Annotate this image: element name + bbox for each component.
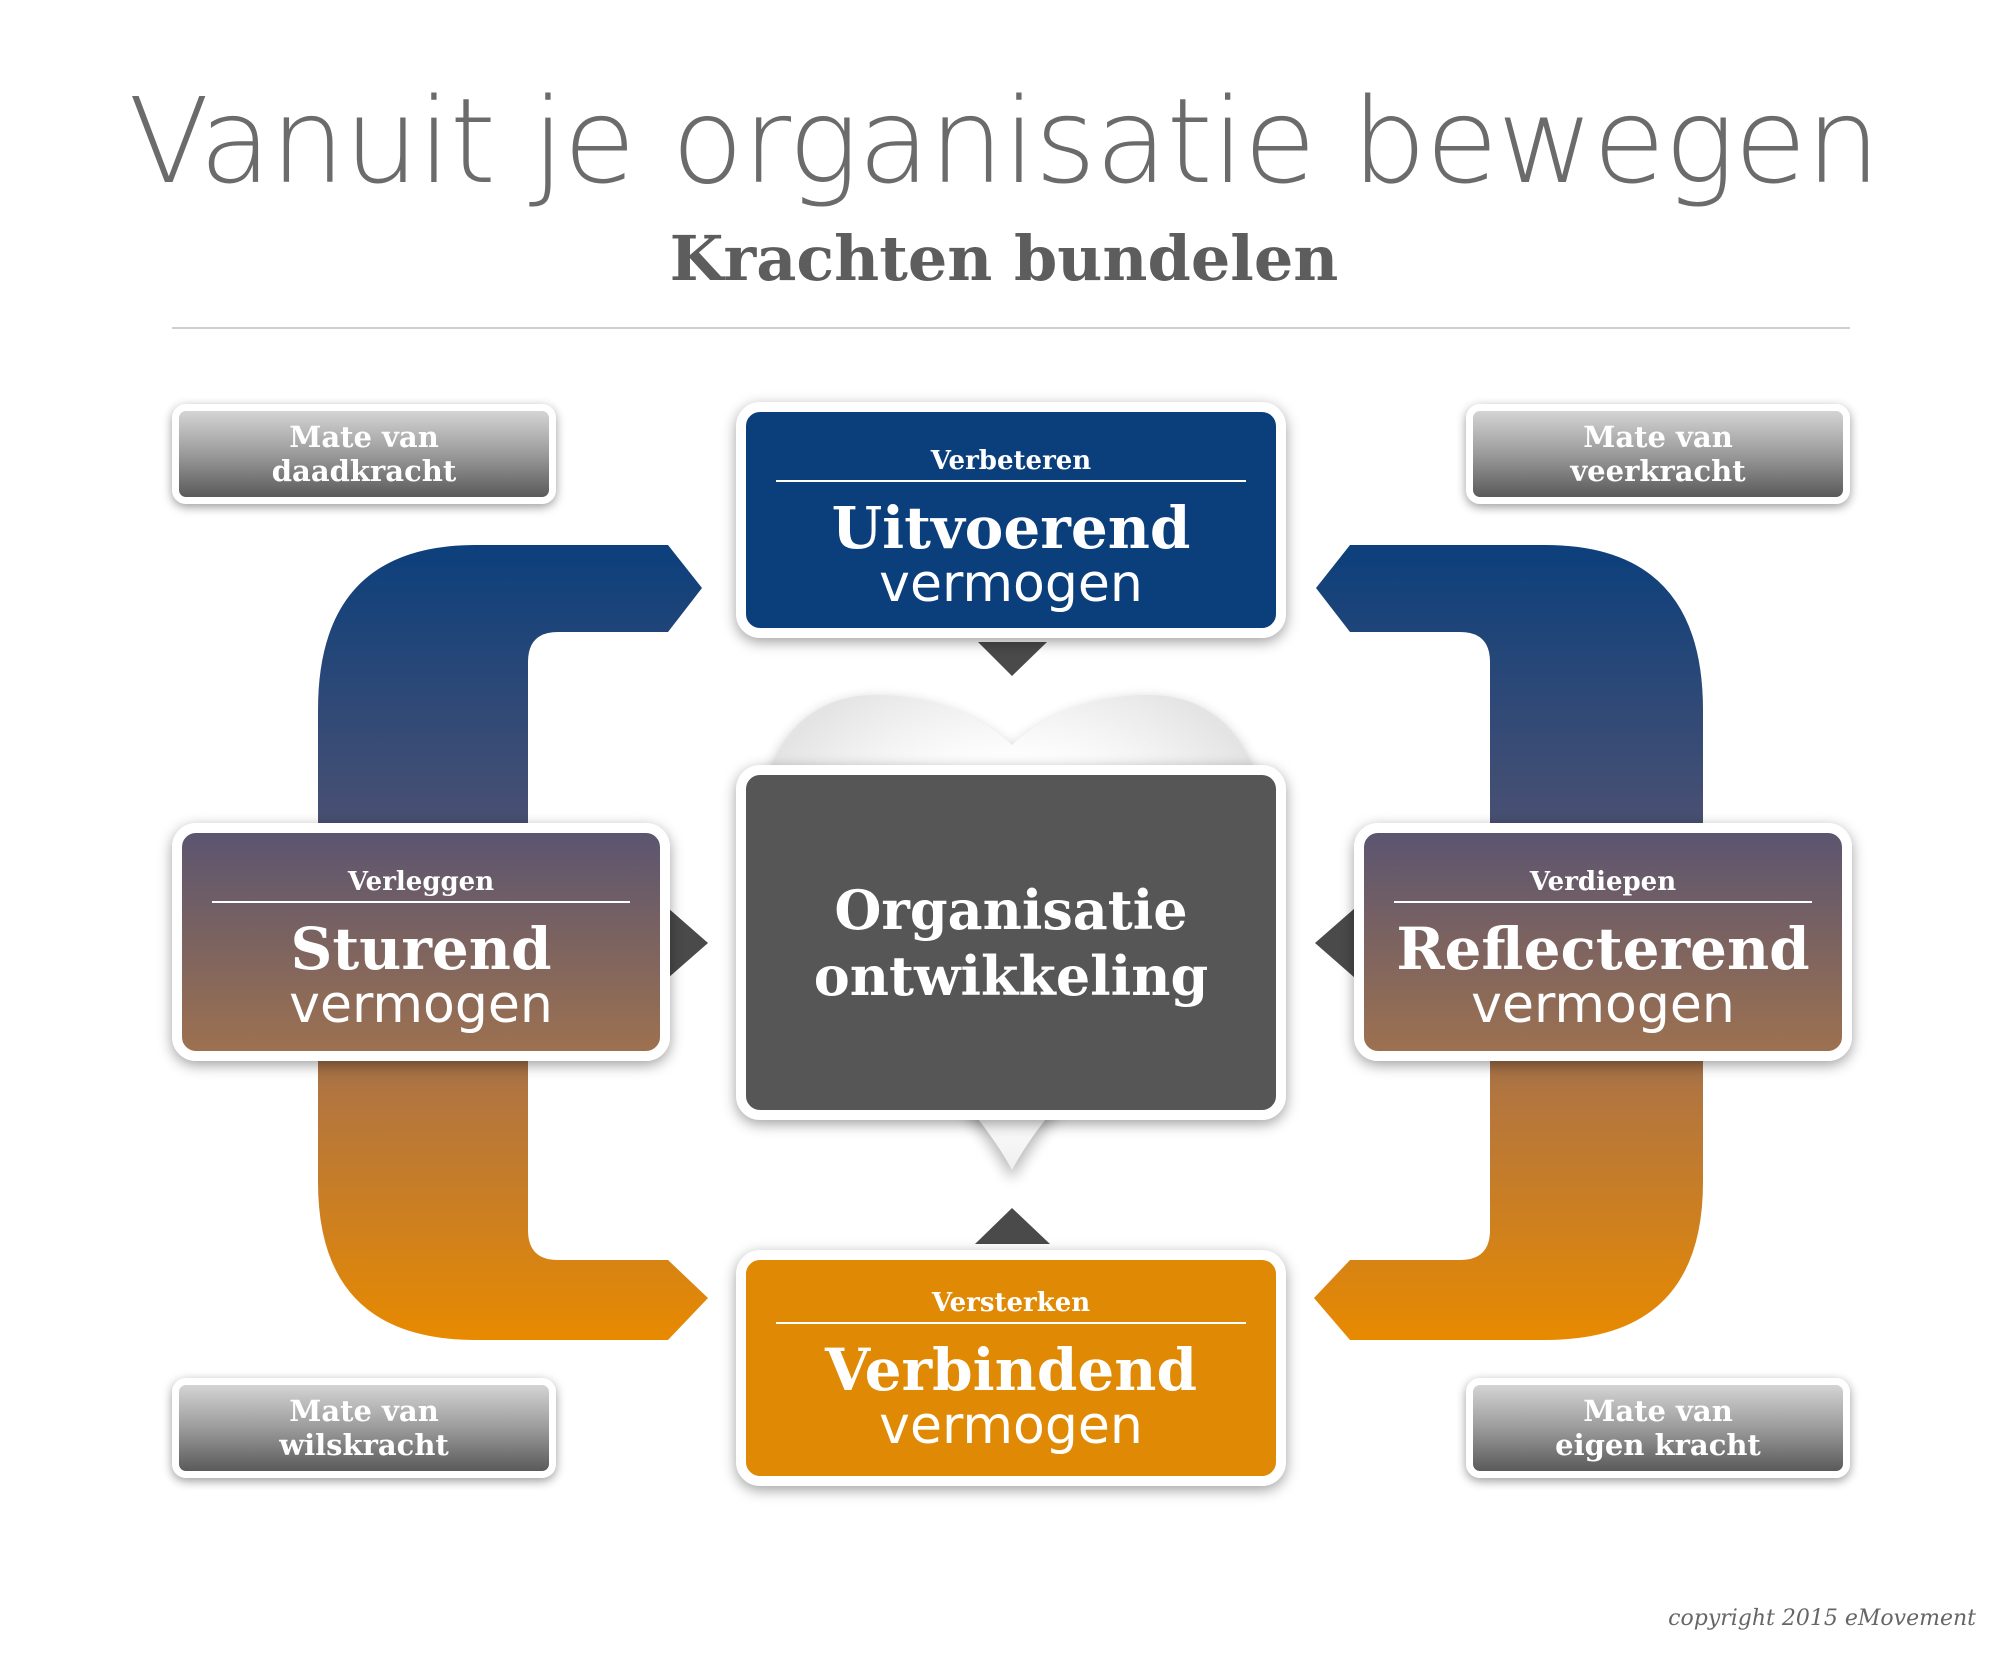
node-subtitle: vermogen <box>879 1396 1143 1456</box>
connector-left-arrow <box>668 908 708 978</box>
node-title: Sturend <box>290 915 552 983</box>
node-subtitle: vermogen <box>289 975 553 1035</box>
corner-bottom-left-wilskracht: Mate van wilskracht <box>172 1378 556 1478</box>
node-divider <box>1394 901 1812 903</box>
node-divider <box>212 901 630 903</box>
title-divider <box>172 327 1850 329</box>
pill-line2: wilskracht <box>279 1428 449 1462</box>
pill-line1: Mate van <box>289 1394 439 1428</box>
node-subtitle: vermogen <box>879 554 1143 614</box>
node-verbindend: Versterken Verbindend vermogen <box>736 1250 1286 1486</box>
pill-line1: Mate van <box>289 420 439 454</box>
connector-right-arrow <box>1315 908 1355 978</box>
node-title: Verbindend <box>824 1336 1198 1404</box>
node-label: Versterken <box>931 1288 1091 1318</box>
node-divider <box>776 1322 1246 1324</box>
corner-top-right-veerkracht: Mate van veerkracht <box>1466 404 1850 504</box>
node-title: Reflecterend <box>1396 915 1810 983</box>
node-label: Verbeteren <box>930 446 1092 476</box>
pill-line1: Mate van <box>1583 420 1733 454</box>
corner-top-left-daadkracht: Mate van daadkracht <box>172 404 556 504</box>
node-sturend: Verleggen Sturend vermogen <box>172 823 670 1061</box>
center-organisatie-ontwikkeling: Organisatie ontwikkeling <box>736 765 1286 1120</box>
node-label: Verdiepen <box>1529 867 1677 897</box>
node-title: Uitvoerend <box>831 494 1191 562</box>
node-subtitle: vermogen <box>1471 975 1735 1035</box>
connector-bottom-arrow <box>975 1208 1050 1244</box>
node-uitvoerend: Verbeteren Uitvoerend vermogen <box>736 402 1286 638</box>
pill-line2: veerkracht <box>1570 454 1746 488</box>
pill-line2: eigen kracht <box>1555 1428 1761 1462</box>
node-divider <box>776 480 1246 482</box>
pill-line1: Mate van <box>1583 1394 1733 1428</box>
connector-top-arrow <box>978 642 1047 676</box>
center-line1: Organisatie <box>834 877 1188 942</box>
node-label: Verleggen <box>347 867 495 897</box>
center-line2: ontwikkeling <box>813 943 1209 1008</box>
page-subtitle: Krachten bundelen <box>669 222 1339 295</box>
corner-bottom-right-eigen-kracht: Mate van eigen kracht <box>1466 1378 1850 1478</box>
node-reflecterend: Verdiepen Reflecterend vermogen <box>1354 823 1852 1061</box>
pill-line2: daadkracht <box>271 454 457 488</box>
copyright-text: copyright 2015 eMovement <box>1668 1606 1976 1631</box>
page-title: Vanuit je organisatie bewegen <box>128 72 1881 210</box>
